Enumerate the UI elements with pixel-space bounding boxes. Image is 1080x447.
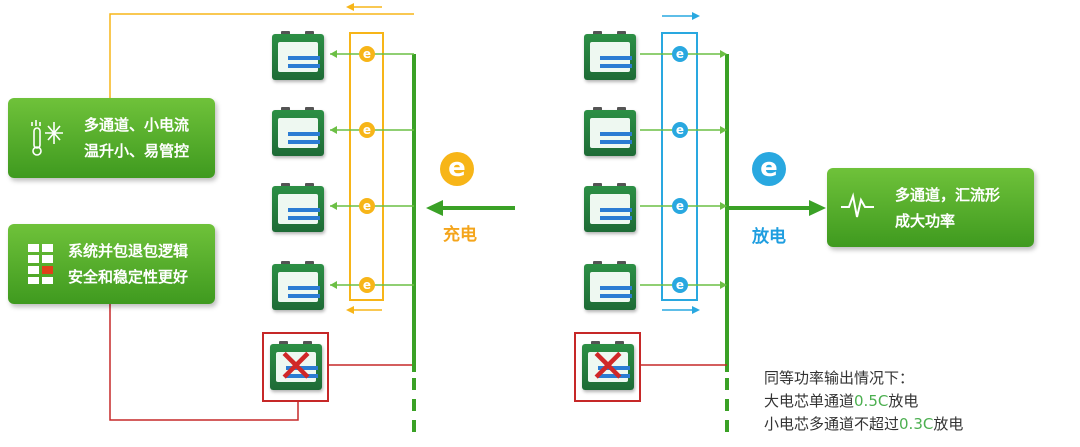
- discharge-failed-box: [574, 332, 641, 402]
- multichannel-text: 多通道、小电流 温升小、易管控: [84, 116, 190, 160]
- e-node-label: e: [676, 47, 684, 61]
- battery: [272, 260, 324, 310]
- e-node-label: e: [363, 47, 371, 61]
- discharge-e-nodes: [672, 46, 688, 293]
- battery: [584, 30, 636, 80]
- charge-main-arrow: [426, 200, 443, 216]
- system-text: 系统并包退包逻辑 安全和稳定性更好: [68, 242, 189, 286]
- charge-failed-box: [262, 332, 329, 402]
- e-node-label: e: [676, 123, 684, 137]
- battery: [584, 182, 636, 232]
- battery: [272, 106, 324, 156]
- thermometer-snowflake-icon: [31, 120, 63, 156]
- discharge-branch-arrows: [720, 50, 727, 289]
- fault-feedback-line: [109, 302, 299, 421]
- e-node-label: e: [363, 278, 371, 292]
- charge-e-nodes: [359, 46, 375, 293]
- battery: [272, 30, 324, 80]
- multichannel-card: 多通道、小电流 温升小、易管控: [8, 98, 215, 178]
- charge-top-arrow: [346, 3, 354, 11]
- discharge-label: 放电: [752, 227, 786, 247]
- charge-branches: [330, 53, 414, 286]
- discharge-energy-icon: e: [752, 152, 786, 186]
- charge-frame: [349, 32, 384, 301]
- battery: [584, 106, 636, 156]
- battery: [584, 260, 636, 310]
- battery: [272, 182, 324, 232]
- close-x-icon: ✕: [588, 339, 628, 393]
- discharge-frame: [661, 32, 698, 301]
- note-line-1: 同等功率输出情况下：: [764, 369, 915, 387]
- note-line-3: 小电芯多通道不超过0.3C放电: [764, 415, 964, 433]
- discharge-main-arrow: [809, 200, 826, 216]
- charge-energy-icon: e: [440, 152, 474, 186]
- charge-feedback-line: [109, 13, 414, 98]
- discharge-card: 多通道，汇流形 成大功率: [827, 168, 1034, 247]
- battery-failed: ✕: [270, 339, 322, 393]
- charge-bottom-arrow: [346, 306, 354, 314]
- comparison-note: 同等功率输出情况下： 大电芯单通道0.5C放电 小电芯多通道不超过0.3C放电: [764, 367, 963, 436]
- discharge-branches: [640, 53, 721, 286]
- e-node-label: e: [676, 278, 684, 292]
- e-node-label: e: [363, 199, 371, 213]
- discharge-text: 多通道，汇流形 成大功率: [895, 186, 1001, 230]
- discharge-bottom-arrow: [692, 306, 700, 314]
- charge-label: 充电: [443, 225, 477, 245]
- system-card: 系统并包退包逻辑 安全和稳定性更好: [8, 224, 215, 304]
- note-line-2: 大电芯单通道0.5C放电: [764, 392, 919, 410]
- e-node-label: e: [363, 123, 371, 137]
- close-x-icon: ✕: [276, 339, 316, 393]
- battery-grid-icon: [28, 244, 53, 284]
- power-wave-icon: [841, 192, 874, 218]
- e-node-label: e: [676, 199, 684, 213]
- battery-failed: ✕: [582, 339, 634, 393]
- charge-branch-arrows: [330, 50, 337, 289]
- discharge-top-arrow: [692, 12, 700, 20]
